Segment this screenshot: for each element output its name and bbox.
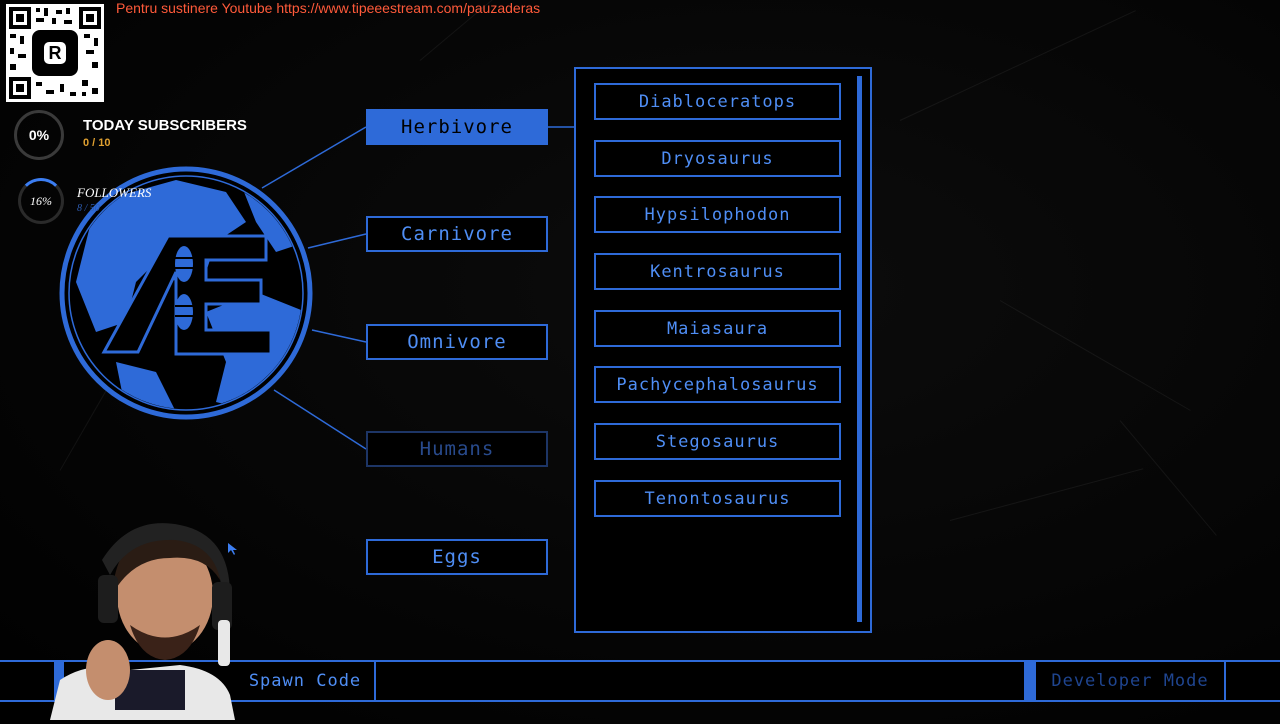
category-omnivore-button[interactable]: Omnivore bbox=[366, 324, 548, 360]
followers-progress-ring: 16% bbox=[18, 178, 64, 224]
developer-mode-accent bbox=[1024, 662, 1036, 700]
dino-item-kentrosaurus[interactable]: Kentrosaurus bbox=[594, 253, 841, 290]
svg-text:R: R bbox=[49, 43, 62, 63]
dino-item-stegosaurus[interactable]: Stegosaurus bbox=[594, 423, 841, 460]
dino-item-tenontosaurus[interactable]: Tenontosaurus bbox=[594, 480, 841, 517]
mouse-cursor-icon bbox=[228, 540, 238, 555]
subscribers-progress-ring: 0% bbox=[14, 110, 64, 160]
donation-link-text[interactable]: Pentru sustinere Youtube https://www.tip… bbox=[116, 0, 541, 16]
dino-item-maiasaura[interactable]: Maiasaura bbox=[594, 310, 841, 347]
category-carnivore-button[interactable]: Carnivore bbox=[366, 216, 548, 252]
dinosaur-list-scrollbar[interactable] bbox=[857, 76, 862, 622]
dino-item-pachycephalosaurus[interactable]: Pachycephalosaurus bbox=[594, 366, 841, 403]
globe-logo-icon bbox=[56, 162, 316, 424]
subscribers-count: 0 / 10 bbox=[83, 137, 111, 149]
spawn-code-button[interactable]: Spawn Code bbox=[236, 662, 376, 700]
subscribers-title: TODAY SUBSCRIBERS bbox=[83, 117, 247, 134]
dino-item-diabloceratops[interactable]: Diabloceratops bbox=[594, 83, 841, 120]
subscribers-percent: 0% bbox=[28, 127, 50, 143]
category-herbivore-button[interactable]: Herbivore bbox=[366, 109, 548, 145]
dino-item-dryosaurus[interactable]: Dryosaurus bbox=[594, 140, 841, 177]
followers-title: FOLLOWERS bbox=[77, 185, 152, 200]
qr-code-icon: R bbox=[6, 4, 104, 102]
spawn-code-accent bbox=[54, 662, 64, 700]
dino-item-hypsilophodon[interactable]: Hypsilophodon bbox=[594, 196, 841, 233]
followers-percent: 16% bbox=[30, 193, 52, 208]
followers-count: 8 / 50 bbox=[77, 203, 100, 214]
category-eggs-button[interactable]: Eggs bbox=[366, 539, 548, 575]
category-humans-button[interactable]: Humans bbox=[366, 431, 548, 467]
webcam-overlay bbox=[30, 520, 245, 720]
developer-mode-button[interactable]: Developer Mode bbox=[1036, 662, 1226, 700]
